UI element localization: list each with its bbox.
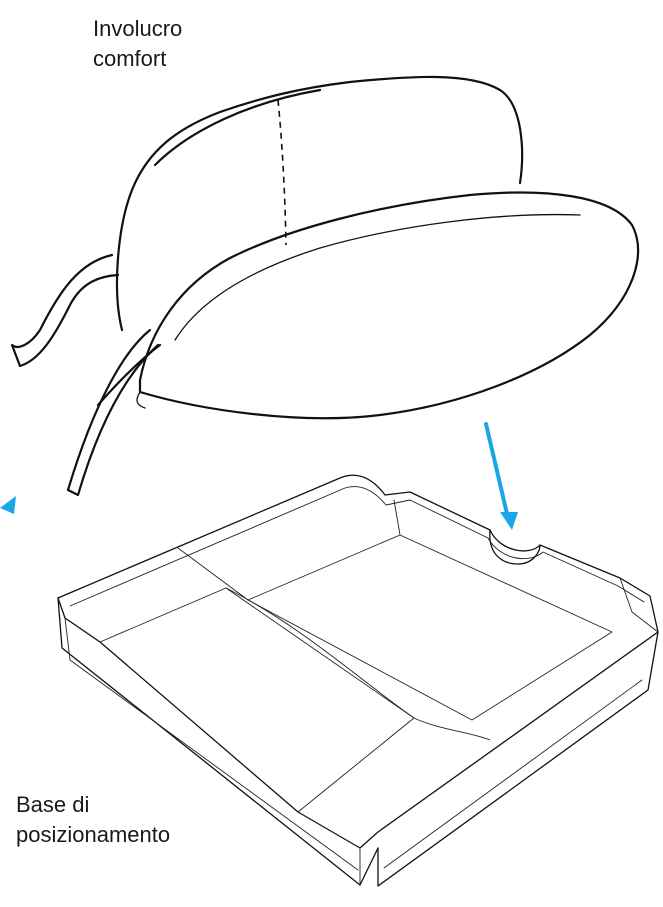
base-rear-chamfer	[619, 577, 659, 633]
positioning-base-label-line1: Base di	[16, 792, 90, 817]
arrow-down-icon	[484, 422, 518, 530]
comfort-cover-illustration	[10, 75, 640, 497]
positioning-base-label-line2: posizionamento	[16, 822, 171, 847]
base-corner-chamfer	[297, 811, 361, 886]
base-panel-rear	[177, 499, 401, 601]
positioning-base-illustration	[57, 474, 659, 887]
cover-seat-inner-edge	[174, 213, 581, 341]
base-left-wall-inner	[64, 617, 359, 871]
cover-strap-lower	[66, 328, 160, 497]
cover-seam	[277, 99, 287, 246]
cover-seat-pad	[138, 191, 640, 420]
comfort-cover-label: Involucro comfort	[93, 14, 182, 74]
base-center-well	[247, 534, 613, 721]
comfort-cover-label-line2: comfort	[93, 46, 167, 71]
cover-back-top-edge	[153, 88, 322, 167]
arrow-up-left-icon	[0, 496, 16, 514]
base-left-wall	[57, 597, 379, 886]
base-top-rim	[57, 474, 659, 849]
base-front-crease	[225, 587, 491, 741]
base-right-wall	[377, 631, 659, 887]
base-panel-left	[99, 587, 415, 813]
positioning-base-label: Base di posizionamento	[16, 790, 170, 850]
base-inner-rim	[69, 486, 645, 607]
comfort-cover-label-line1: Involucro	[93, 16, 183, 41]
base-notch	[489, 529, 541, 565]
cover-seat-front-bottom	[136, 391, 146, 409]
cover-back-pad	[115, 75, 524, 332]
cover-strap-left	[10, 253, 120, 368]
base-right-wall-inner	[383, 679, 643, 869]
cover-strap-lower-2	[96, 343, 162, 407]
